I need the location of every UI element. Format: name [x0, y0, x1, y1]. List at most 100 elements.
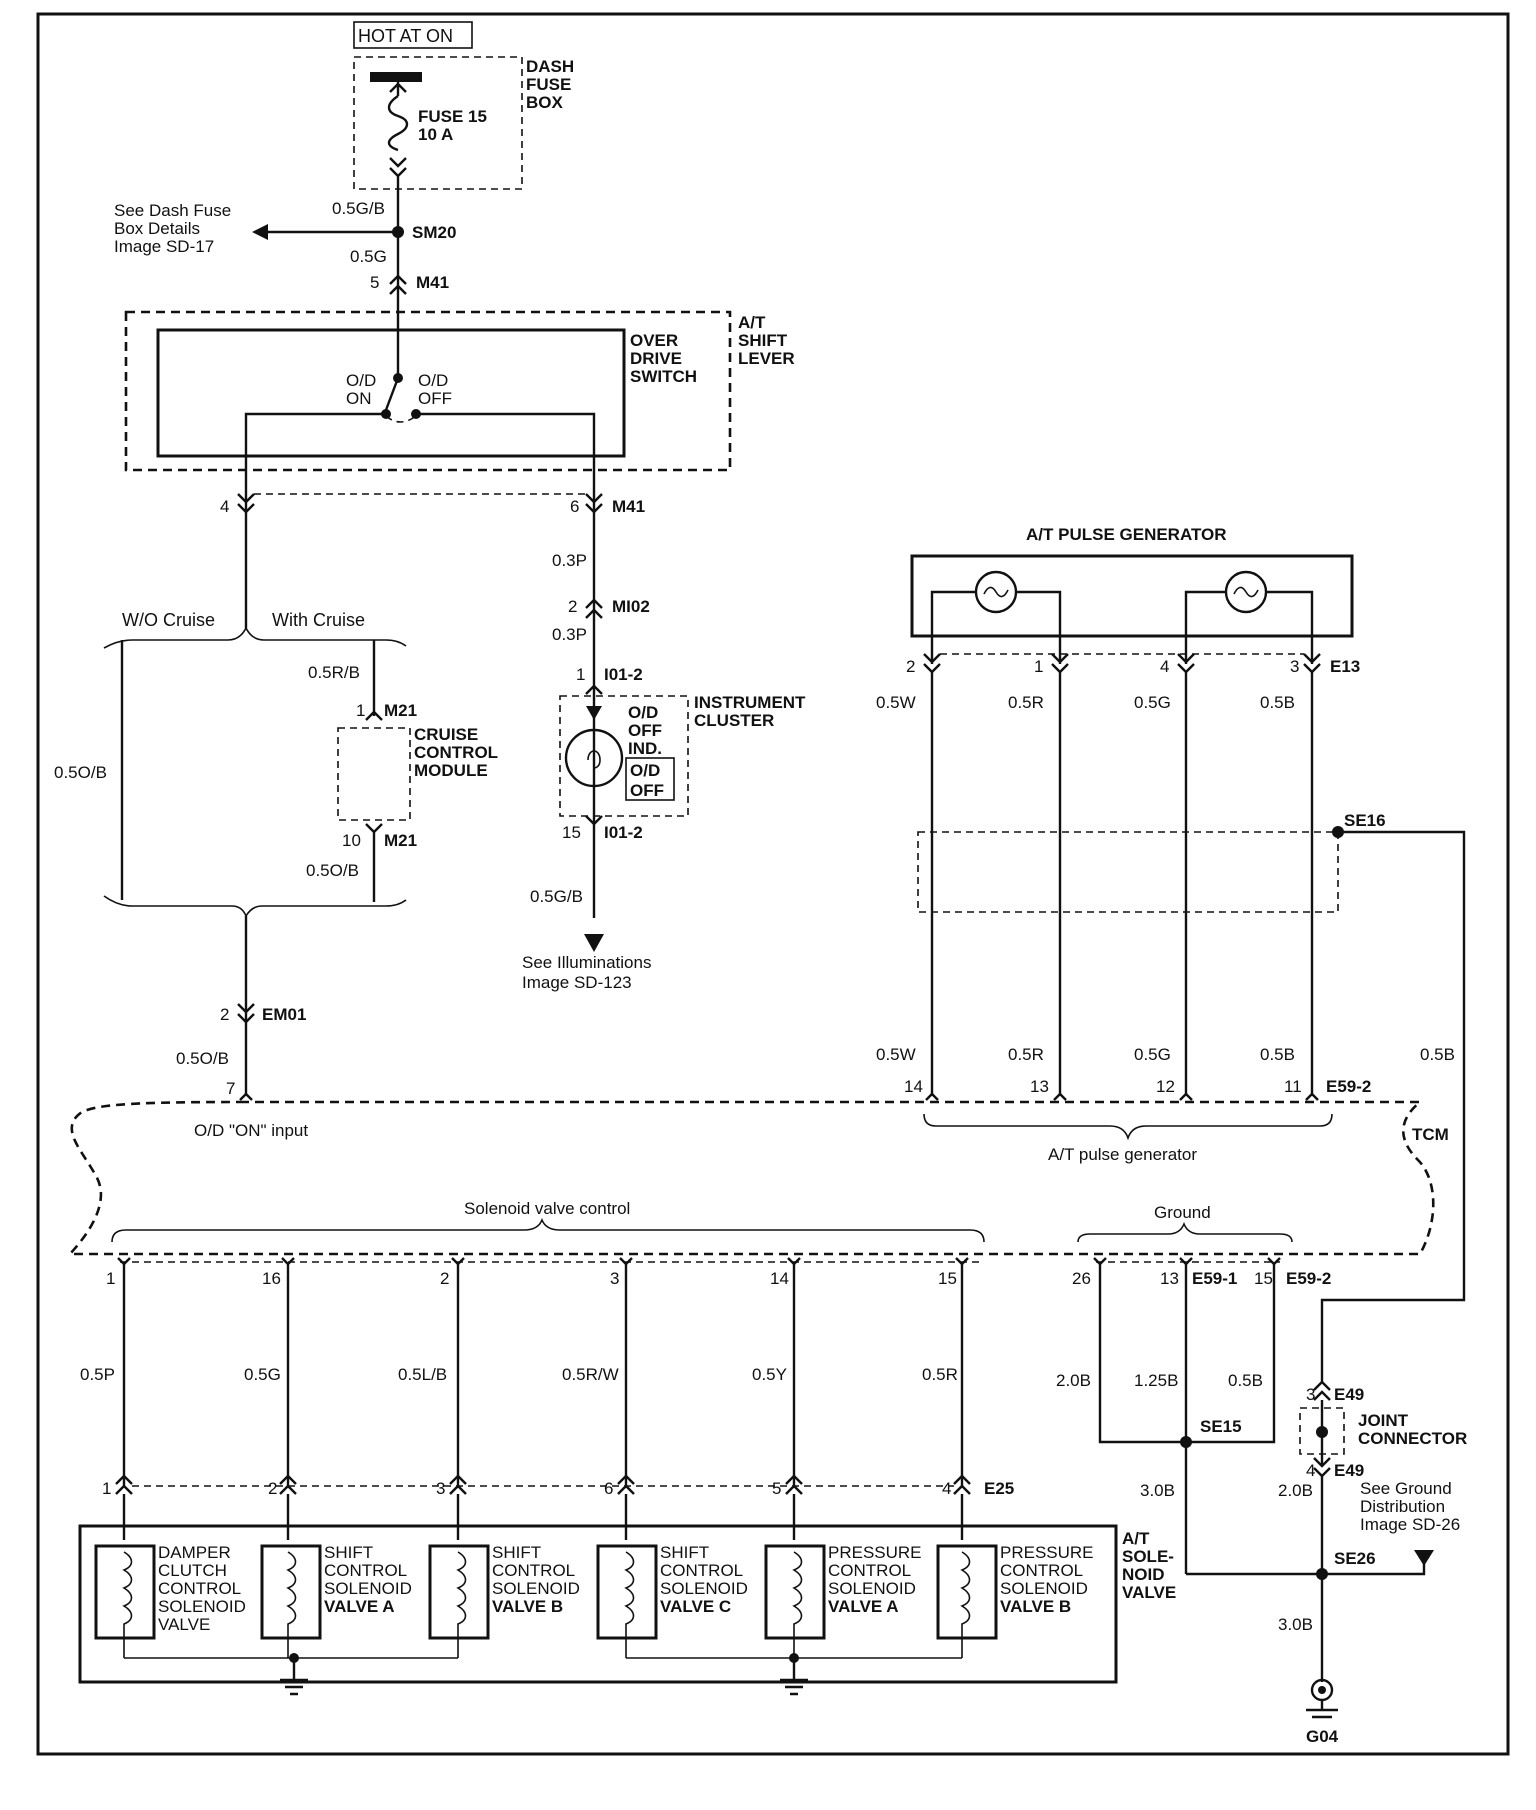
bus-bar-icon	[370, 72, 422, 82]
wire-color-label: 0.5B	[1228, 1371, 1263, 1390]
shift-lever-label: LEVER	[738, 349, 795, 368]
fuse-icon	[387, 82, 409, 230]
pin-number: 13	[1030, 1077, 1049, 1096]
pin-number: 4	[1306, 1461, 1315, 1480]
splice-sm20: 0.5G/B SM20 See Dash Fuse Box Details Im…	[114, 199, 456, 376]
valve-label: VALVE A	[828, 1597, 899, 1616]
valve-label: SOLENOID	[660, 1579, 748, 1598]
coil-box	[936, 1544, 998, 1640]
wire-color-label: 3.0B	[1140, 1481, 1175, 1500]
od-on-label: ON	[346, 389, 372, 408]
connector-name: M21	[384, 701, 417, 720]
od-off-boxed-label	[625, 757, 675, 801]
pin-number: 3	[1290, 657, 1299, 676]
coil-icon	[122, 1551, 133, 1658]
shift-lever-outline	[124, 310, 732, 472]
valve-label: CONTROL	[660, 1561, 743, 1580]
pin-number: 12	[1156, 1077, 1175, 1096]
see-note: See Dash Fuse	[114, 201, 231, 220]
connector-name: E59-2	[1286, 1269, 1331, 1288]
diode-arrow-icon	[586, 706, 602, 720]
connector-name: MI02	[612, 597, 650, 616]
fuse-label: FUSE 15	[418, 107, 487, 126]
indicator-lamp-icon	[564, 728, 624, 788]
pulse-generator: A/T PULSE GENERATOR 2 1 4 3 E13 0.5W 0.5…	[876, 525, 1466, 1382]
connector-name: E25	[984, 1479, 1014, 1498]
valve-label: CONTROL	[492, 1561, 575, 1580]
ground-group-label: Ground	[1154, 1203, 1211, 1222]
wire-color-label: 2.0B	[1278, 1481, 1313, 1500]
splice-name: SE15	[1200, 1417, 1242, 1436]
solenoid-valve-label: SOLE-	[1122, 1547, 1174, 1566]
pin-number: 2	[440, 1269, 449, 1288]
valve-label: SOLENOID	[492, 1579, 580, 1598]
cluster-label: INSTRUMENT	[694, 693, 806, 712]
valve-label: PRESSURE	[828, 1543, 922, 1562]
solenoid-valve-label: A/T	[1122, 1529, 1150, 1548]
pin-number: 4	[220, 497, 229, 516]
pin-number: 3	[610, 1269, 619, 1288]
valve-label: VALVE	[158, 1615, 210, 1634]
ground-icon	[280, 1658, 308, 1696]
connector-icon	[585, 598, 603, 619]
indicator-label: IND.	[628, 739, 662, 758]
valve-label: SOLENOID	[324, 1579, 412, 1598]
pin-number: 10	[342, 831, 361, 850]
arrow-down-icon	[1414, 1550, 1434, 1566]
coil-box	[94, 1544, 156, 1640]
wire-color-label: 0.5R	[1008, 693, 1044, 712]
connector-icon	[117, 1257, 969, 1266]
wire-color-label: 0.5Y	[752, 1365, 787, 1384]
connector-name: E13	[1330, 657, 1360, 676]
valve-label: SHIFT	[492, 1543, 541, 1562]
coil-box	[428, 1544, 490, 1640]
pin-number: 2	[268, 1479, 277, 1498]
connector-name: M21	[384, 831, 417, 850]
wire-color-label: 0.5R	[922, 1365, 958, 1384]
connector-name: E59-2	[1326, 1077, 1371, 1096]
connector-icon	[1093, 1257, 1281, 1266]
dash-fuse-box-label: FUSE	[526, 75, 571, 94]
pulse-generator-box	[910, 554, 1354, 638]
pin-number: 1	[576, 665, 585, 684]
instrument-cluster-outline	[559, 695, 689, 817]
wire-color-label: 0.5R/W	[562, 1365, 619, 1384]
wire-color-label: 0.5G	[244, 1365, 281, 1384]
wire-color-label: 0.5R/B	[308, 663, 360, 682]
tcm: TCM O/D "ON" input A/T pulse generator S…	[67, 1092, 1449, 1256]
shift-lever: OVER DRIVE SWITCH A/T SHIFT LEVER O/D ON…	[124, 310, 795, 510]
pin-number: 1	[106, 1269, 115, 1288]
connector-name: I01-2	[604, 665, 643, 684]
pin-number: 4	[942, 1479, 951, 1498]
pin-number: 26	[1072, 1269, 1091, 1288]
connector-icon	[389, 274, 407, 295]
splice-name: SE26	[1334, 1549, 1376, 1568]
connector-icon	[585, 684, 603, 695]
indicator-label: OFF	[628, 721, 662, 740]
solenoid-valve-box	[78, 1524, 1118, 1684]
pin-number: 1	[102, 1479, 111, 1498]
pin-number: 4	[1160, 657, 1169, 676]
connector-name: E49	[1334, 1461, 1364, 1480]
wire-color-label: 0.5B	[1260, 1045, 1295, 1064]
cruise-branch: W/O Cruise With Cruise 0.5O/B 0.5R/B 1 M…	[54, 512, 498, 1098]
wire-color-label: 0.5O/B	[176, 1049, 229, 1068]
pin-number: 6	[570, 497, 579, 516]
see-note: Image SD-123	[522, 973, 632, 992]
cruise-module-label: CONTROL	[414, 743, 498, 762]
connector-name: E49	[1334, 1385, 1364, 1404]
wire-color-label: 0.5W	[876, 1045, 916, 1064]
see-note: Image SD-17	[114, 237, 214, 256]
od-input-label: O/D "ON" input	[194, 1121, 308, 1140]
wire-color-label: 0.5G/B	[530, 887, 583, 906]
indicator-path: 0.3P 2 MI02 0.3P 1 I01-2 INSTRUMENT CLUS…	[522, 512, 806, 992]
pin-number: 15	[1254, 1269, 1273, 1288]
pin-number: 1	[1034, 657, 1043, 676]
coil-icon	[456, 1551, 467, 1658]
wire-color-label: 0.3P	[552, 551, 587, 570]
wire-color-label: 0.5G	[1134, 693, 1171, 712]
wire-color-label: 0.5G	[350, 247, 387, 266]
switch-label: DRIVE	[630, 349, 682, 368]
ground-icon	[780, 1658, 808, 1696]
joint-connector-label: CONNECTOR	[1358, 1429, 1467, 1448]
